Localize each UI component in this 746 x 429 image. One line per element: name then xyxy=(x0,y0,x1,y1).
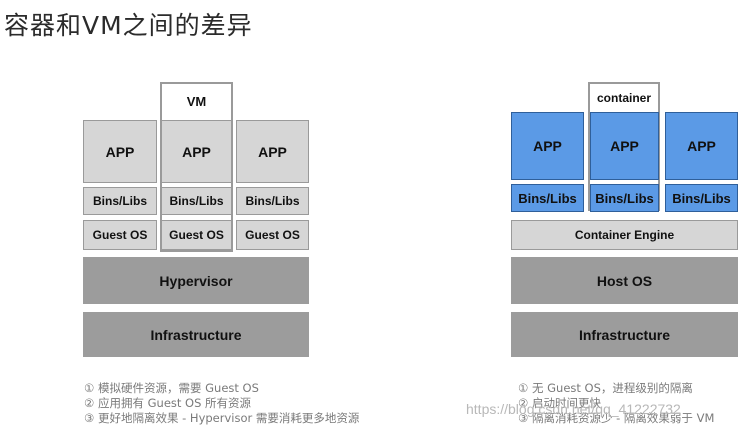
container-bins-1: Bins/Libs xyxy=(511,184,584,212)
container-note-3: ③ 隔离消耗资源少 - 隔离效果弱于 VM xyxy=(518,411,715,425)
vm-note-2: ② 应用拥有 Guest OS 所有资源 xyxy=(84,396,252,410)
container-infrastructure: Infrastructure xyxy=(511,312,738,357)
vm-label: VM xyxy=(161,85,232,117)
container-bins-2: Bins/Libs xyxy=(590,184,659,212)
container-label: container xyxy=(589,84,659,111)
container-host-os: Host OS xyxy=(511,257,738,304)
vm-guest-os-2: Guest OS xyxy=(161,220,232,250)
page-title: 容器和VM之间的差异 xyxy=(4,11,253,40)
vm-infrastructure: Infrastructure xyxy=(83,312,309,357)
container-app-2: APP xyxy=(590,112,659,180)
vm-outline xyxy=(160,82,233,252)
vm-bins-1: Bins/Libs xyxy=(83,187,157,215)
vm-guest-os-3: Guest OS xyxy=(236,220,309,250)
container-bins-3: Bins/Libs xyxy=(665,184,738,212)
vm-app-3: APP xyxy=(236,120,309,183)
vm-bins-2: Bins/Libs xyxy=(161,187,232,215)
vm-bins-3: Bins/Libs xyxy=(236,187,309,215)
vm-note-1: ① 模拟硬件资源，需要 Guest OS xyxy=(84,381,259,395)
vm-note-3: ③ 更好地隔离效果 - Hypervisor 需要消耗更多地资源 xyxy=(84,411,360,425)
container-engine: Container Engine xyxy=(511,220,738,250)
container-notes: ① 无 Guest OS，进程级别的隔离 ② 启动时间更快 ③ 隔离消耗资源少 … xyxy=(518,381,714,426)
container-note-2: ② 启动时间更快 xyxy=(518,396,601,410)
container-note-1: ① 无 Guest OS，进程级别的隔离 xyxy=(518,381,693,395)
vm-guest-os-1: Guest OS xyxy=(83,220,157,250)
vm-app-2: APP xyxy=(161,120,232,183)
vm-notes: ① 模拟硬件资源，需要 Guest OS ② 应用拥有 Guest OS 所有资… xyxy=(84,381,359,426)
container-app-1: APP xyxy=(511,112,584,180)
watermark: https://blog.csdn.net/qq_41222732 xyxy=(466,401,681,417)
vm-app-1: APP xyxy=(83,120,157,183)
container-app-3: APP xyxy=(665,112,738,180)
vm-hypervisor: Hypervisor xyxy=(83,257,309,304)
